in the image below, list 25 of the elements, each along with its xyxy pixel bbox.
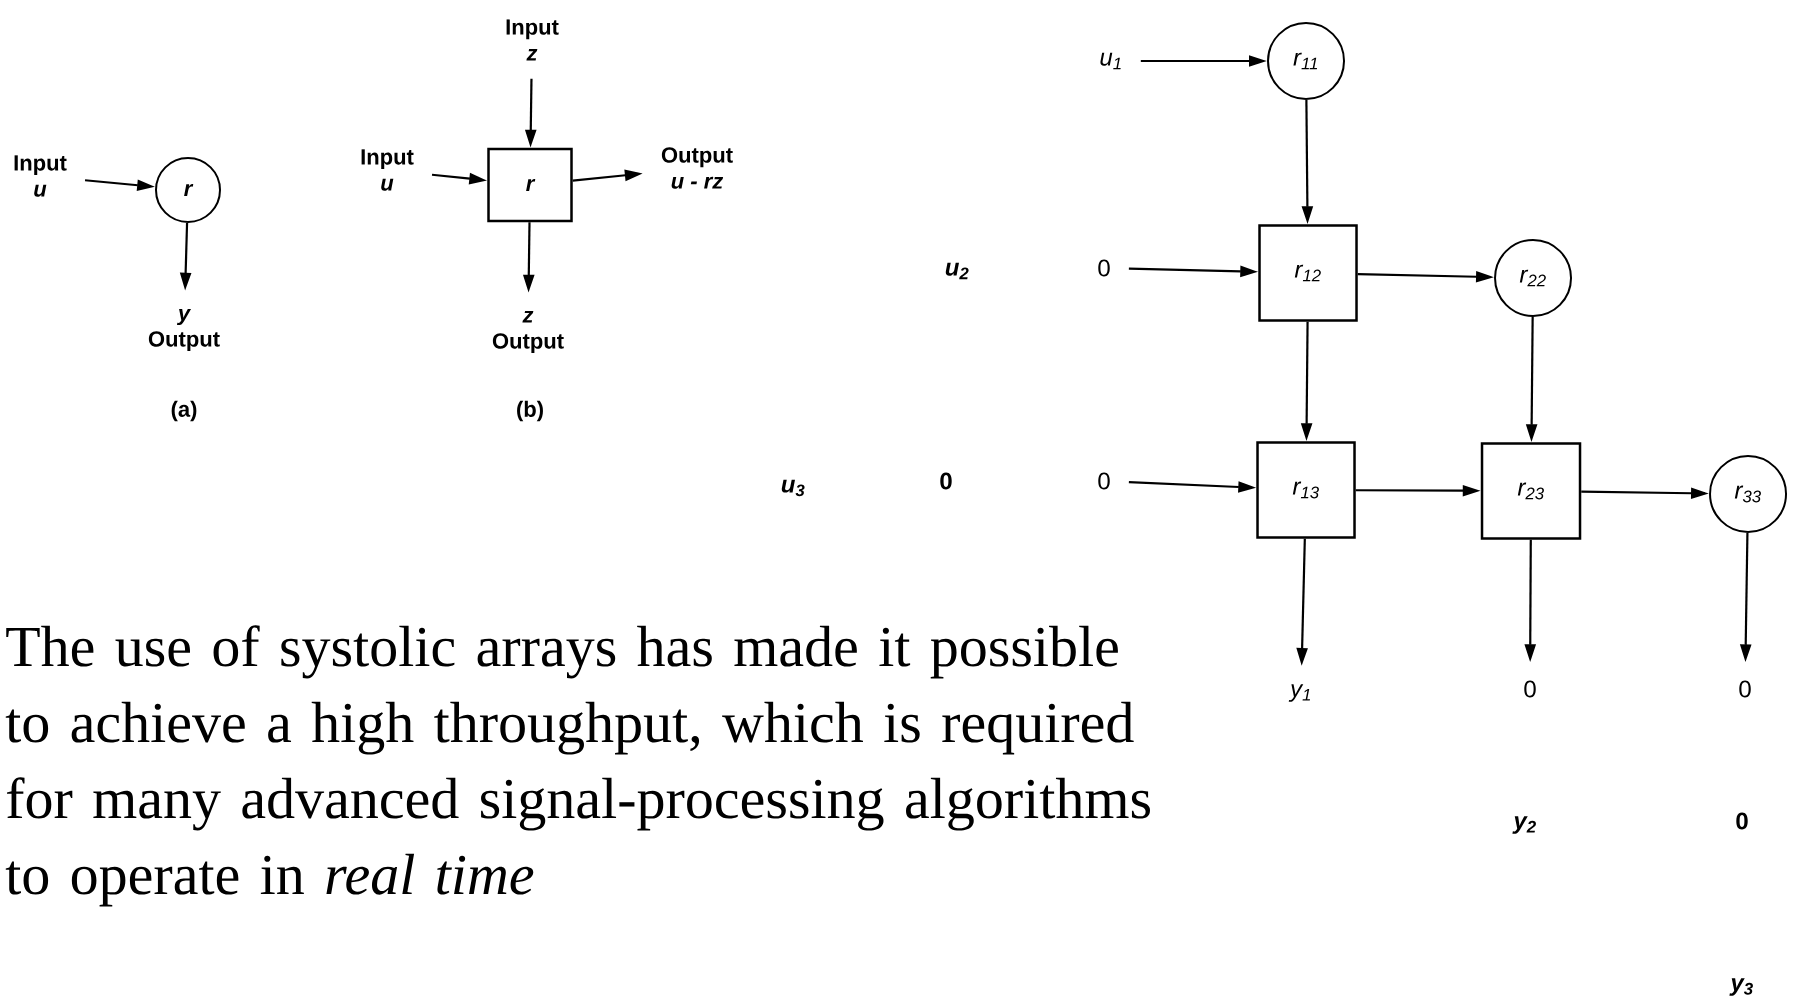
signal-label: y$_{2}$ bbox=[1512, 816, 1536, 834]
signal-label: y$_{1}$ bbox=[1288, 684, 1310, 702]
body-text: The use of systolic arrays has made it possible to achieve a high throughput, which is required for many advanced signal-processing algorithms to operate in real time bbox=[5, 625, 1150, 907]
signal-label: Output u - rz bbox=[661, 147, 733, 189]
signal-label: 0 bbox=[940, 472, 952, 490]
signal-label: 0 bbox=[1098, 472, 1110, 490]
signal-label: z Output bbox=[492, 310, 564, 354]
figure-label: (a) bbox=[171, 400, 197, 422]
signal-label: Input u bbox=[14, 155, 67, 197]
figure-label: (b) bbox=[517, 400, 543, 422]
signal-label: Input u bbox=[361, 149, 414, 191]
signal-label: 0 bbox=[1098, 259, 1110, 277]
processor-box: r$_{12}$ bbox=[1258, 224, 1358, 322]
signal-label: y Output bbox=[148, 308, 220, 352]
signal-label: u$_{3}$ bbox=[781, 479, 805, 497]
signal-label: u$_{2}$ bbox=[945, 262, 969, 280]
signal-label: 0 bbox=[1739, 680, 1751, 698]
processor-box: r$_{13}$ bbox=[1256, 441, 1356, 539]
signal-label: y$_{3}$ bbox=[1729, 978, 1753, 996]
signal-label: u$_{1}$ bbox=[1100, 52, 1121, 70]
processor-box: r bbox=[487, 147, 573, 223]
signal-label: Input z bbox=[506, 19, 559, 61]
processor-box: r$_{23}$ bbox=[1480, 442, 1582, 540]
signal-label: 0 bbox=[1524, 680, 1536, 698]
signal-label: 0 bbox=[1736, 812, 1748, 830]
